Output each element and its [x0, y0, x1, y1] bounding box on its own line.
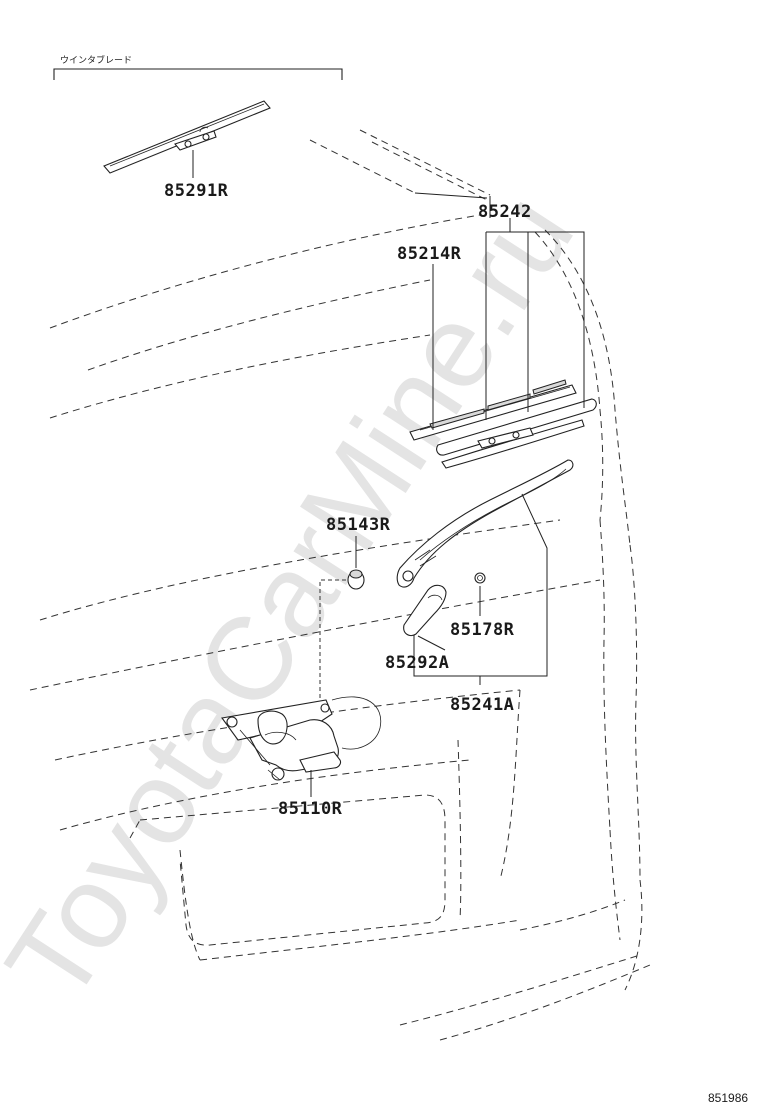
vehicle-body-outline — [29, 129, 651, 1041]
arm-leaders — [413, 493, 548, 685]
wiper-motor — [221, 696, 382, 781]
blade-leaders — [414, 192, 585, 430]
rear-wiper-arm — [396, 459, 574, 588]
label-85110R: 85110R — [278, 799, 343, 819]
group-label: ウインタブレード — [60, 54, 132, 66]
nut — [474, 572, 486, 584]
grommet — [347, 569, 365, 590]
label-85214R: 85214R — [397, 244, 462, 264]
rear-wiper-refill — [409, 379, 577, 441]
label-85242: 85242 — [478, 202, 532, 222]
group-bracket — [53, 68, 343, 80]
rear-wiper-blade — [436, 398, 597, 469]
label-85292A: 85292A — [385, 653, 449, 673]
diagram-id: 851986 — [708, 1091, 748, 1105]
front-wiper-blade — [103, 100, 271, 174]
watermark: ToyotaCarMine.ru — [0, 171, 599, 1024]
label-85143R: 85143R — [326, 515, 391, 535]
label-85178R: 85178R — [450, 620, 515, 640]
label-85241A: 85241A — [450, 695, 514, 715]
label-85291R: 85291R — [164, 181, 229, 201]
wiper-cap — [403, 584, 447, 637]
